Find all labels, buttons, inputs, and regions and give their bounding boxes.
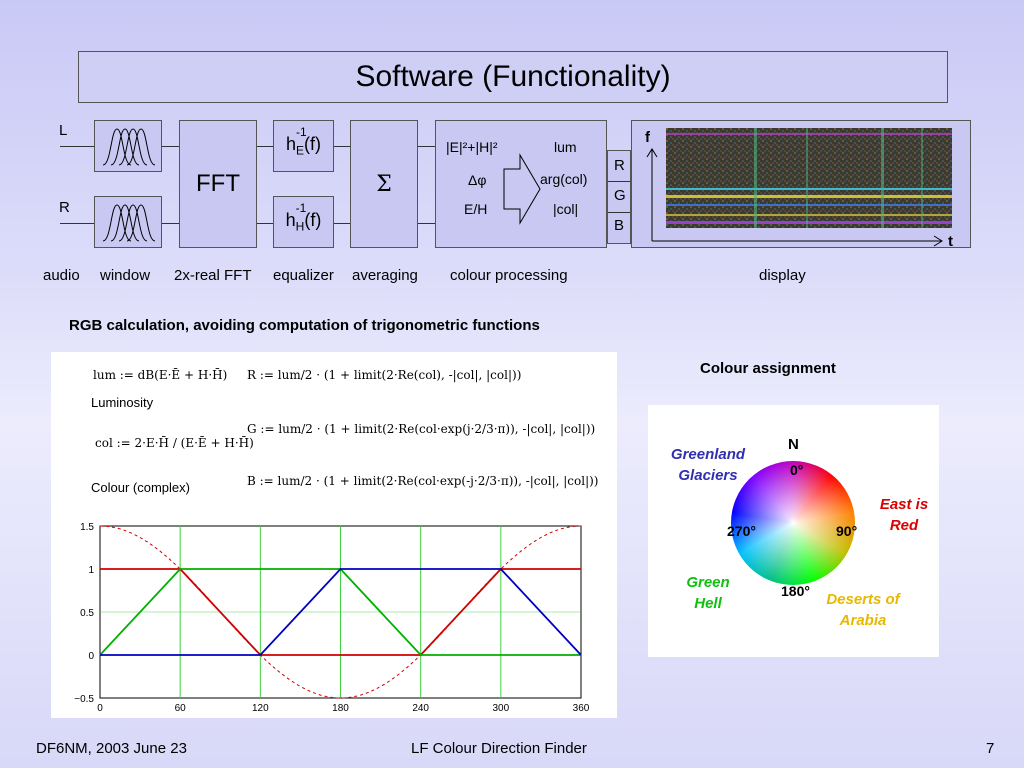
- stage-label-equalizer: equalizer: [273, 267, 334, 284]
- x-tick-label: 120: [252, 703, 269, 714]
- fft-label: FFT: [196, 170, 240, 197]
- stage-label-window: window: [100, 267, 151, 284]
- col-formula: col := 2·E·H̄ / (E·Ē + H·H̄): [95, 436, 254, 450]
- wire: [162, 223, 179, 224]
- wire: [257, 146, 273, 147]
- x-tick-label: 360: [573, 703, 590, 714]
- stage-label-display: display: [759, 267, 806, 284]
- display-x-label: t: [948, 233, 953, 250]
- col-caption: Colour (complex): [91, 480, 190, 495]
- stage-label-averaging: averaging: [352, 267, 418, 284]
- slide-title: Software (Functionality): [78, 51, 948, 103]
- arrow-right-icon: [503, 153, 541, 225]
- wire: [418, 146, 435, 147]
- g-formula: G := lum/2 · (1 + limit(2·Re(col·exp(j·2…: [247, 422, 596, 436]
- rgb-g-label: G: [614, 187, 626, 204]
- angle-90: 90°: [836, 523, 858, 539]
- page-number: 7: [986, 740, 995, 757]
- wire: [162, 146, 179, 147]
- cp-in-line: |E|²+|H|²: [446, 139, 498, 155]
- window-curves-icon: [102, 204, 156, 242]
- x-tick-label: 60: [175, 703, 187, 714]
- stage-label-audio: audio: [43, 267, 80, 284]
- wire: [334, 146, 350, 147]
- cp-out-line: |col|: [553, 201, 579, 217]
- wire: [60, 223, 94, 224]
- window-block-bottom: [94, 196, 162, 248]
- footer-title: LF Colour Direction Finder: [411, 740, 587, 757]
- stage-label-colour-processing: colour processing: [450, 267, 568, 284]
- display-y-label: f: [645, 129, 650, 146]
- y-tick-label: −0.5: [74, 694, 94, 705]
- colour-assignment-heading: Colour assignment: [700, 360, 836, 377]
- colour-wheel-panel: N 0° 90° 180° 270° Greenland Glaciers Ea…: [648, 405, 939, 657]
- rgb-b-label: B: [614, 217, 625, 234]
- b-formula: B := lum/2 · (1 + limit(2·Re(col·exp(-j·…: [247, 474, 599, 488]
- cp-out-line: lum: [554, 139, 577, 155]
- angle-180: 180°: [781, 583, 810, 599]
- y-tick-label: 0.5: [80, 608, 94, 619]
- wire: [60, 146, 94, 147]
- y-tick-label: 1.5: [80, 522, 94, 533]
- input-right-label: R: [59, 199, 70, 216]
- x-tick-label: 180: [332, 703, 349, 714]
- colour-wheel: [731, 461, 855, 585]
- window-curves-icon: [102, 128, 156, 166]
- wire: [334, 223, 350, 224]
- angle-270: 270°: [727, 523, 756, 539]
- y-tick-label: 1: [88, 565, 94, 576]
- region-deserts: Deserts of Arabia: [826, 591, 900, 629]
- cp-in-line: E/H: [464, 201, 488, 217]
- formula-panel: lum := dB(E·Ē + H·H̄) Luminosity col := …: [51, 352, 617, 718]
- north-label: N: [788, 436, 799, 453]
- window-block-top: [94, 120, 162, 172]
- region-greenland: Greenland Glaciers: [670, 446, 746, 484]
- region-green-hell: Green Hell: [686, 574, 730, 612]
- input-left-label: L: [59, 122, 68, 139]
- colour-processing-block: |E|²+|H|² Δφ E/H lum arg(col) |col|: [435, 120, 607, 248]
- series-line-2: [100, 568, 582, 656]
- fft-block: FFT: [179, 120, 257, 248]
- y-tick-label: 0: [88, 651, 94, 662]
- rgb-heading: RGB calculation, avoiding computation of…: [69, 317, 540, 334]
- stage-label-fft: 2x-real FFT: [174, 267, 252, 284]
- cp-in-line: Δφ: [468, 172, 487, 188]
- title-text: Software (Functionality): [355, 60, 671, 93]
- lum-caption: Luminosity: [91, 395, 154, 410]
- display-axes: [646, 148, 943, 247]
- sum-symbol: Σ: [376, 171, 392, 197]
- x-tick-label: 0: [97, 703, 103, 714]
- lum-formula: lum := dB(E·Ē + H·H̄): [93, 368, 228, 382]
- footer-author: DF6NM, 2003 June 23: [36, 740, 187, 757]
- x-tick-label: 300: [492, 703, 509, 714]
- cp-out-line: arg(col): [540, 171, 588, 187]
- averaging-block: Σ: [350, 120, 418, 248]
- wire: [418, 223, 435, 224]
- region-east: East is Red: [879, 496, 929, 534]
- angle-0: 0°: [790, 462, 804, 478]
- r-formula: R := lum/2 · (1 + limit(2·Re(col), -|col…: [247, 368, 522, 382]
- wire: [257, 223, 273, 224]
- x-tick-label: 240: [412, 703, 429, 714]
- spectrogram-image: [666, 128, 952, 228]
- rgb-column: R G B: [607, 150, 631, 244]
- rgb-r-label: R: [614, 157, 625, 174]
- display-block: f t: [631, 120, 971, 250]
